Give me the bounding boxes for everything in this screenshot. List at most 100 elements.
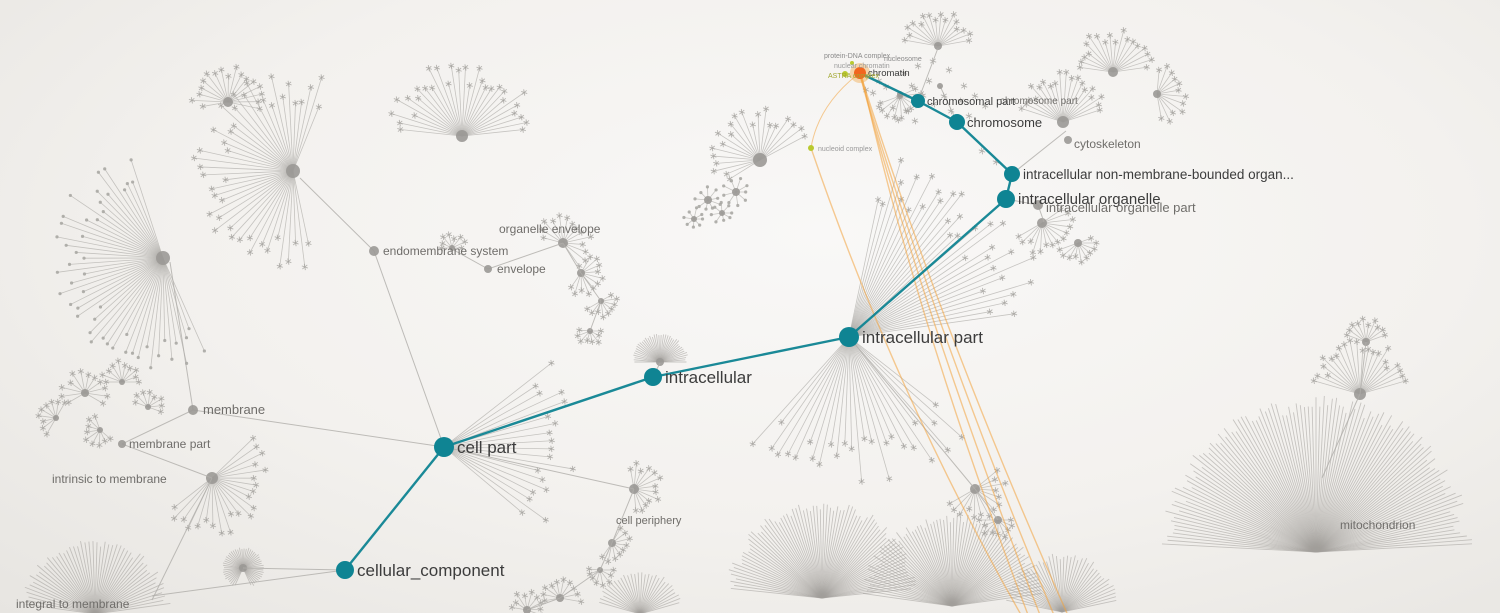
graph-label: mitochondrion xyxy=(1340,518,1415,532)
graph-label: cell periphery xyxy=(616,515,682,527)
node-cluster-fan xyxy=(709,105,808,183)
graph-edge-gray xyxy=(562,242,582,274)
node-cluster-fan xyxy=(132,389,165,415)
go-term-label: cell part xyxy=(457,438,517,457)
orange-relation-edges xyxy=(810,74,1068,613)
node-cluster-fan xyxy=(728,503,916,599)
node-cluster-fan xyxy=(1153,62,1190,125)
graph-edge-gray xyxy=(917,47,939,102)
node-cluster-fan xyxy=(82,413,114,449)
node-cluster-fan xyxy=(749,336,965,485)
go-term-node-cellular_component[interactable] xyxy=(336,561,354,579)
node-cluster-fan xyxy=(862,513,1042,607)
go-term-node-chromatin[interactable] xyxy=(854,67,866,79)
node-cluster-fan xyxy=(388,62,530,142)
go-term-node-intracellular_nmb_organelle[interactable] xyxy=(1004,166,1020,182)
node-cluster-fan xyxy=(901,11,974,50)
go-term-node-gray[interactable] xyxy=(1033,200,1043,210)
highlight-edge-orange xyxy=(861,76,1029,613)
go-term-node-lime[interactable] xyxy=(842,71,848,77)
node-cluster-fan xyxy=(99,357,143,386)
highlight-edge-orange xyxy=(859,74,1054,613)
go-term-node-gray[interactable] xyxy=(937,83,943,89)
gray-nodes xyxy=(118,83,1072,448)
graph-label: nucleosome xyxy=(884,56,922,63)
node-cluster-fan xyxy=(540,576,585,605)
go-term-node-intracellular_part[interactable] xyxy=(839,327,859,347)
go-term-node-lime[interactable] xyxy=(850,61,854,65)
node-cluster-fan xyxy=(58,368,111,407)
graph-edge-gray xyxy=(526,597,561,611)
graph-label: membrane xyxy=(203,402,265,417)
graph-edge-gray xyxy=(151,477,213,601)
graph-label: intracellular organelle part xyxy=(1046,200,1196,215)
graph-label: chromosome part xyxy=(1000,96,1078,107)
graph-edge-gray xyxy=(1321,393,1361,479)
graph-labels: cellular_component cell part intracellular… xyxy=(16,53,1415,611)
graph-edge-gray xyxy=(373,250,445,448)
node-cluster-fan xyxy=(222,547,264,586)
graph-edge-gray xyxy=(611,488,635,544)
go-term-node-cell_part[interactable] xyxy=(434,437,454,457)
node-cluster-fan xyxy=(443,359,576,524)
cluster-fans xyxy=(24,11,1473,613)
graph-edge-gray xyxy=(599,542,613,571)
graph-edge-gray xyxy=(192,409,445,448)
graph-edge-gray xyxy=(559,569,601,599)
go-term-node-gray[interactable] xyxy=(118,440,126,448)
graph-label: endomembrane system xyxy=(383,244,508,258)
go-term-node-gray[interactable] xyxy=(369,246,379,256)
node-cluster-fan xyxy=(55,158,206,370)
node-cluster-fan xyxy=(1015,206,1077,256)
highlight-edge-orange xyxy=(860,75,1068,613)
graph-edge-gray xyxy=(848,336,976,490)
node-cluster-fan xyxy=(599,524,633,565)
selected-path-edges xyxy=(344,71,1014,571)
node-cluster-fan xyxy=(538,212,595,270)
node-cluster-fan xyxy=(848,156,1037,338)
node-cluster-fan xyxy=(709,200,734,224)
node-cluster-fan xyxy=(693,185,722,211)
go-term-label: chromatin xyxy=(868,68,910,79)
graph-label: protein-DNA complex xyxy=(824,53,891,60)
go-term-node-chromosomal_part[interactable] xyxy=(911,94,925,108)
graph-edge-gray xyxy=(1359,341,1367,395)
gray-edges xyxy=(121,47,1367,611)
graph-edge-gray xyxy=(974,488,999,521)
go-term-label: intracellular non-membrane-bounded organ… xyxy=(1023,167,1294,182)
graph-edge-gray xyxy=(151,569,346,597)
graph-edge-gray xyxy=(589,300,602,332)
graph-edge-gray xyxy=(169,261,194,411)
selected-path-edge xyxy=(652,335,850,379)
go-term-label: chromosome xyxy=(967,115,1042,130)
graph-label: envelope xyxy=(497,262,546,276)
go-term-node-intracellular[interactable] xyxy=(644,368,662,386)
node-cluster-fan xyxy=(599,572,681,613)
go-term-node-gray[interactable] xyxy=(1064,136,1072,144)
node-cluster-fan xyxy=(1161,395,1473,553)
go-term-node-gray[interactable] xyxy=(188,405,198,415)
graph-label: integral to membrane xyxy=(16,597,130,611)
node-cluster-fan xyxy=(567,253,606,298)
graph-edge-gray xyxy=(121,409,194,445)
graph-edge-gray xyxy=(487,242,564,270)
graph-label: membrane part xyxy=(129,437,211,451)
selected-path-edge xyxy=(344,446,445,571)
go-term-node-gray[interactable] xyxy=(484,265,492,273)
graph-edge-gray xyxy=(299,177,375,252)
graph-edge-gray xyxy=(443,446,635,490)
graph-label: cytoskeleton xyxy=(1074,137,1141,151)
go-term-node-chromosome[interactable] xyxy=(949,114,965,130)
go-term-label: cellular_component xyxy=(357,561,505,580)
graph-edge-gray xyxy=(451,248,489,270)
graph-label: ASTRA complex xyxy=(828,73,879,80)
node-cluster-fan xyxy=(35,398,69,438)
node-cluster-fan xyxy=(188,63,265,112)
graph-label: nuclear chromatin xyxy=(834,63,890,70)
go-term-label: intracellular organelle xyxy=(1018,191,1161,208)
graph-label: nucleoid complex xyxy=(818,146,873,153)
go-term-node-lime[interactable] xyxy=(808,145,814,151)
go-term-node-intracellular_organelle[interactable] xyxy=(997,190,1015,208)
